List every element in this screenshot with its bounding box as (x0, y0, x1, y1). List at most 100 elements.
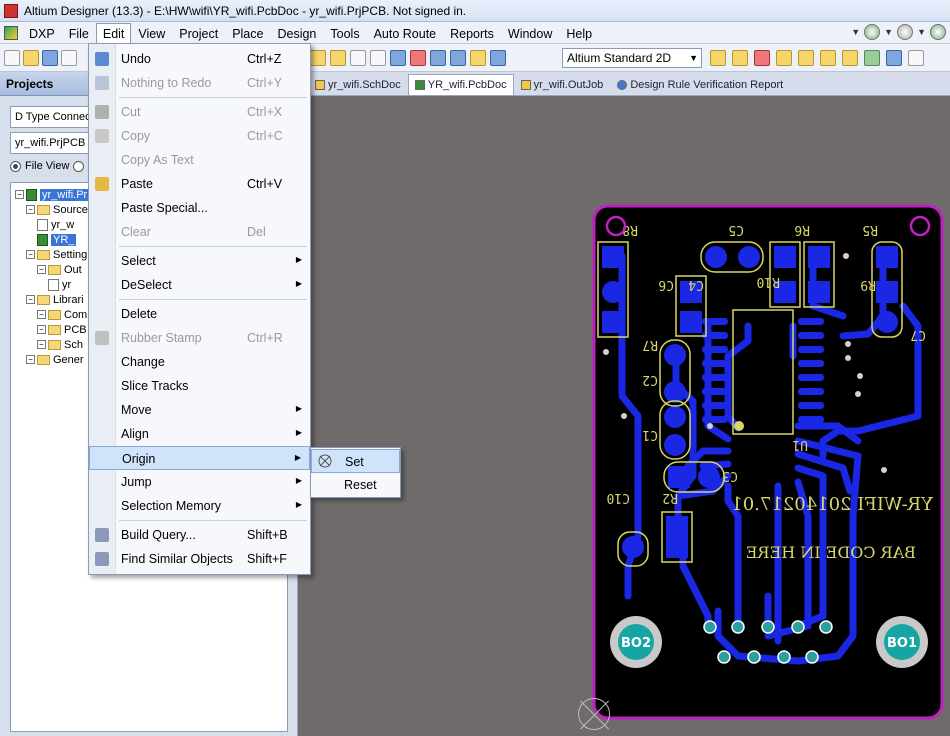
expand-collapse-icon[interactable]: − (37, 340, 46, 349)
tab-pcbdoc[interactable]: YR_wifi.PcbDoc (407, 74, 514, 95)
edit-menu-origin[interactable]: Origin▶ (89, 446, 310, 470)
pad-icon[interactable] (798, 50, 814, 66)
edit-menu-build-query[interactable]: Build Query...Shift+B (89, 523, 310, 547)
edit-menu-jump[interactable]: Jump▶ (89, 470, 310, 494)
edit-menu-slice-tracks[interactable]: Slice Tracks (89, 374, 310, 398)
component-icon[interactable] (886, 50, 902, 66)
new-file-icon[interactable] (4, 49, 20, 66)
polygon-icon[interactable] (842, 50, 858, 66)
edit-menu-copy-as-text[interactable]: Copy As Text (89, 148, 310, 172)
tree-item[interactable]: YR_ (37, 232, 77, 247)
file-view-radio[interactable] (10, 160, 21, 172)
redo-toolbar-icon[interactable] (450, 50, 466, 66)
menu-help[interactable]: Help (566, 26, 593, 41)
expand-collapse-icon[interactable]: − (15, 190, 24, 199)
menu-place[interactable]: Place (232, 26, 264, 41)
expand-collapse-icon[interactable]: − (37, 310, 46, 319)
undo-toolbar-icon[interactable] (430, 50, 446, 66)
view-configuration-combo[interactable]: Altium Standard 2D ▼ (562, 48, 702, 68)
tab-schdoc[interactable]: yr_wifi.SchDoc (308, 74, 408, 95)
interactive-route-icon[interactable] (710, 50, 726, 66)
expand-collapse-icon[interactable]: − (26, 250, 35, 259)
forward-dropdown-icon[interactable]: ▼ (917, 27, 926, 37)
edit-menu-selection-memory[interactable]: Selection Memory▶ (89, 494, 310, 518)
navigation-tools: ▼ ▼ ▼ (851, 24, 946, 40)
tree-item[interactable]: −yr_wifi.Pr (15, 187, 90, 202)
expand-collapse-icon[interactable]: − (26, 295, 35, 304)
tree-item[interactable]: yr_w (37, 217, 74, 232)
menu-design[interactable]: Design (277, 26, 317, 41)
tree-item[interactable]: −Source (26, 202, 88, 217)
tab-outjob[interactable]: yr_wifi.OutJob (514, 74, 611, 95)
tree-item[interactable]: −Librari (26, 292, 84, 307)
string-icon[interactable] (864, 50, 880, 66)
edit-menu-select[interactable]: Select▶ (89, 249, 310, 273)
edit-menu-change[interactable]: Change (89, 350, 310, 374)
edit-menu-move[interactable]: Move▶ (89, 398, 310, 422)
select-area-icon[interactable] (350, 50, 366, 66)
arc-icon[interactable] (754, 50, 770, 66)
workspace-field[interactable]: D Type Connec (10, 106, 96, 128)
menu-project[interactable]: Project (179, 26, 219, 41)
menu-auto-route[interactable]: Auto Route (373, 26, 437, 41)
browse-icon[interactable] (490, 50, 506, 66)
expand-collapse-icon[interactable]: − (26, 205, 35, 214)
print-icon[interactable] (61, 49, 77, 66)
via-icon[interactable] (776, 50, 792, 66)
origin-reset-item[interactable]: Reset (311, 473, 400, 497)
menu-window[interactable]: Window (507, 26, 553, 41)
menu-reports[interactable]: Reports (450, 26, 494, 41)
back-icon[interactable] (864, 24, 881, 40)
menu-tools[interactable]: Tools (330, 26, 360, 41)
crosshair-icon[interactable] (470, 50, 486, 66)
tree-item[interactable]: −Com (37, 307, 87, 322)
select-overlap-icon[interactable] (390, 50, 406, 66)
origin-set-item[interactable]: Set (311, 449, 400, 473)
project-field[interactable]: yr_wifi.PrjPCB (10, 132, 96, 154)
edit-menu-paste-special[interactable]: Paste Special... (89, 196, 310, 220)
file-view-option[interactable]: File View (10, 160, 85, 172)
edit-menu-delete[interactable]: Delete (89, 302, 310, 326)
edit-menu-align[interactable]: Align▶ (89, 422, 310, 446)
menu-view[interactable]: View (138, 26, 166, 41)
tree-item[interactable]: −Gener (26, 352, 84, 367)
tree-item[interactable]: −Out (37, 262, 82, 277)
fill-icon[interactable] (820, 50, 836, 66)
back-dropdown-icon[interactable]: ▼ (884, 27, 894, 37)
open-folder-icon[interactable] (23, 49, 39, 66)
diff-pair-route-icon[interactable] (732, 50, 748, 66)
path-dropdown-icon[interactable]: ▼ (851, 27, 861, 37)
tree-item[interactable]: −PCB (37, 322, 87, 337)
tab-drc-report[interactable]: Design Rule Verification Report (610, 74, 790, 95)
expand-collapse-icon[interactable]: − (37, 265, 46, 274)
pin1-marker (734, 421, 744, 431)
move-icon[interactable] (370, 50, 386, 66)
menu-dxp[interactable]: DXP (29, 26, 55, 41)
forward-icon[interactable] (897, 24, 914, 40)
paste-toolbar-icon[interactable] (310, 50, 326, 66)
u1-pad (702, 374, 728, 381)
tree-item[interactable]: yr (48, 277, 71, 292)
tree-item[interactable]: −Setting (26, 247, 87, 262)
grid-icon[interactable] (908, 50, 924, 66)
menu-file[interactable]: File (68, 26, 89, 41)
rubber-stamp-icon[interactable] (330, 50, 346, 66)
expand-collapse-icon[interactable]: − (26, 355, 35, 364)
menu-edit[interactable]: Edit (95, 22, 132, 43)
edit-menu-deselect[interactable]: DeSelect▶ (89, 273, 310, 297)
tree-item[interactable]: −Sch (37, 337, 83, 352)
deselect-icon[interactable] (410, 50, 426, 66)
expand-collapse-icon[interactable]: − (37, 325, 46, 334)
save-icon[interactable] (42, 49, 58, 66)
home-icon[interactable] (930, 24, 946, 40)
structure-view-radio[interactable] (73, 160, 85, 172)
